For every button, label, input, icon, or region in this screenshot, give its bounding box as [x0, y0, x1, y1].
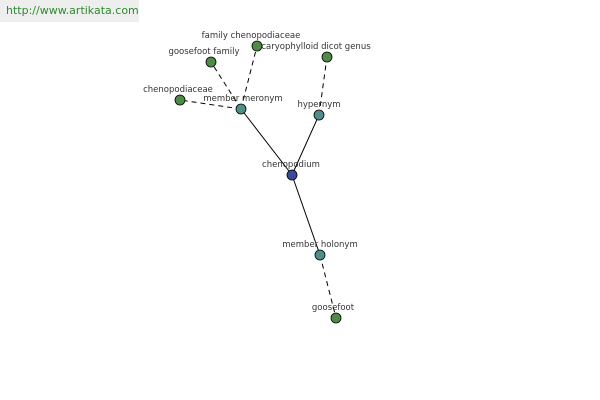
node-label: member meronym	[203, 94, 282, 104]
node-goosefoot[interactable]: goosefoot	[312, 303, 355, 324]
node-circle[interactable]	[321, 51, 333, 63]
node-label: member holonym	[282, 240, 357, 250]
node-label: goosefoot family	[168, 47, 239, 57]
node-family-chenopodiaceae[interactable]: family chenopodiaceae	[202, 31, 301, 52]
node-goosefoot-family[interactable]: goosefoot family	[168, 47, 240, 68]
node-label: chenopodium	[262, 160, 320, 170]
edge-member-holonym-to-goosefoot	[319, 254, 337, 319]
node-label: hypernym	[297, 100, 340, 110]
node-circle[interactable]	[330, 312, 342, 324]
nodes-layer: chenopodium member meronym hypernym member …	[143, 31, 371, 324]
edge-member-meronym-to-family-chenopodiaceae	[240, 45, 258, 110]
node-label: family chenopodiaceae	[202, 31, 301, 41]
node-circle[interactable]	[313, 109, 325, 121]
edge-member-meronym-to-chenopodiaceae	[179, 99, 242, 110]
edge-chenopodium-to-member-holonym	[291, 174, 321, 256]
node-circle[interactable]	[251, 40, 263, 52]
edge-chenopodium-to-hypernym	[291, 114, 320, 176]
node-circle[interactable]	[235, 103, 247, 115]
node-label: chenopodiaceae	[143, 85, 213, 95]
edge-chenopodium-to-member-meronym	[240, 108, 293, 176]
watermark-link[interactable]: http://www.artikata.com	[0, 0, 139, 22]
node-member-meronym[interactable]: member meronym	[203, 94, 283, 115]
edge-member-meronym-to-goosefoot-family	[210, 61, 242, 110]
node-circle[interactable]	[174, 94, 186, 106]
node-circle[interactable]	[205, 56, 217, 68]
node-label: caryophylloid dicot genus	[261, 42, 371, 52]
edges-layer	[179, 45, 337, 319]
node-hypernym[interactable]: hypernym	[297, 100, 341, 121]
node-member-holonym[interactable]: member holonym	[282, 240, 358, 261]
node-label: goosefoot	[312, 303, 355, 313]
edge-hypernym-to-caryophylloid-dicot-genus	[318, 56, 328, 116]
node-chenopodiaceae[interactable]: chenopodiaceae	[143, 85, 213, 106]
node-circle[interactable]	[314, 249, 326, 261]
node-caryophylloid-dicot-genus[interactable]: caryophylloid dicot genus	[261, 42, 371, 63]
node-circle[interactable]	[286, 169, 298, 181]
node-chenopodium[interactable]: chenopodium	[262, 160, 320, 181]
